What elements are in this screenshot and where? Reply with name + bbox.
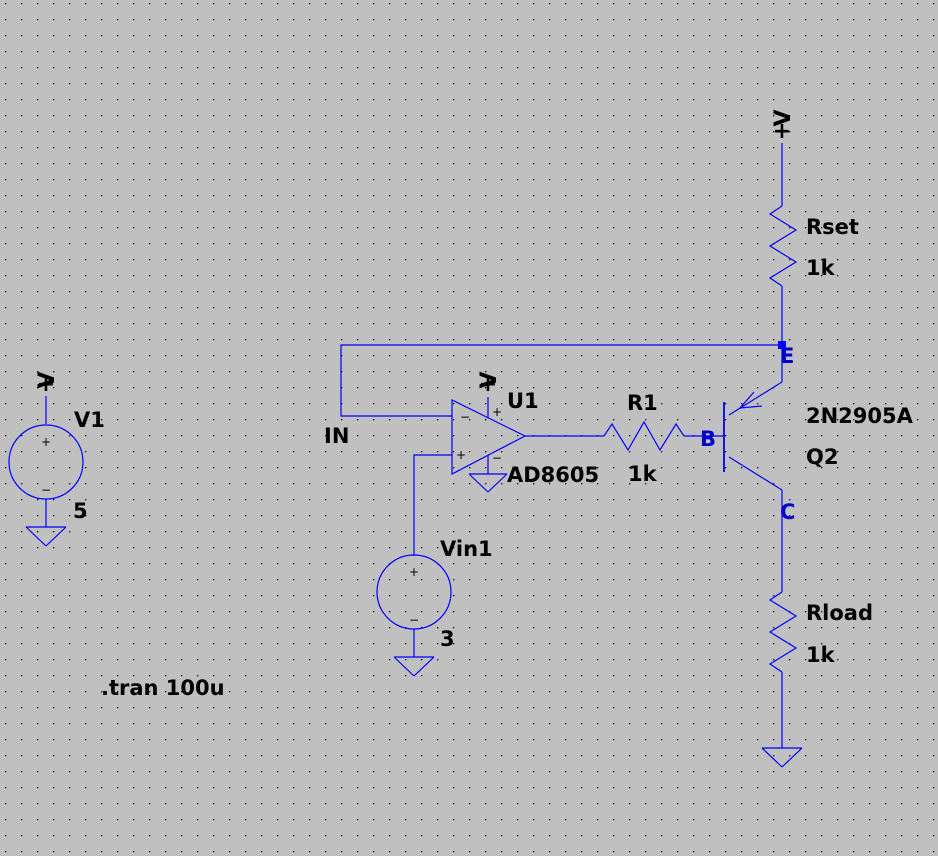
- spice-directive[interactable]: .tran 100u: [101, 676, 225, 700]
- rset-power-label-plus: +: [773, 119, 791, 144]
- v1-value: 5: [73, 499, 88, 523]
- q2-collector-leg: [728, 456, 783, 491]
- u1-model: AD8605: [507, 463, 599, 487]
- v1-power-flag: V +: [35, 371, 60, 397]
- v1-plus-sign: +: [41, 435, 51, 449]
- ground-icon: [25, 526, 67, 547]
- rload-zigzag[interactable]: [768, 591, 798, 673]
- rset-zigzag[interactable]: [768, 205, 798, 287]
- u1-opamp[interactable]: − + + − V + U1 AD8605: [451, 371, 599, 493]
- junction-dot: [778, 341, 786, 349]
- rload-name: Rload: [806, 601, 873, 625]
- q2-model: 2N2905A: [806, 404, 914, 428]
- rset-value: 1k: [806, 256, 836, 280]
- opamp-power-label-plus: +: [479, 372, 497, 397]
- vin1-minus-sign: −: [409, 613, 419, 627]
- opamp-inverting-sign: −: [460, 410, 470, 424]
- net-label-in: IN: [324, 424, 349, 448]
- q2-name: Q2: [806, 445, 838, 469]
- vin1-source[interactable]: + − Vin1 3: [376, 454, 493, 677]
- pin-label-emitter: E: [780, 344, 794, 368]
- ground-icon: [761, 747, 803, 768]
- v1-name: V1: [74, 408, 105, 432]
- power-label-v: V: [35, 371, 60, 388]
- feedback-wire[interactable]: [340, 344, 782, 417]
- rload-value: 1k: [806, 643, 836, 667]
- ground-icon: [393, 656, 435, 677]
- opamp-power-flag: V +: [477, 371, 502, 397]
- v1-minus-sign: −: [41, 483, 51, 497]
- opamp-supply-plus-sign: +: [492, 405, 502, 419]
- vin1-name: Vin1: [440, 537, 493, 561]
- rload-resistor[interactable]: Rload 1k: [761, 490, 873, 768]
- rset-name: Rset: [806, 215, 859, 239]
- rset-power-label-v: V: [771, 109, 796, 126]
- q2-transistor[interactable]: E B C 2N2905A Q2: [700, 344, 914, 524]
- opamp-supply-minus-sign: −: [492, 451, 502, 465]
- pin-label-collector: C: [780, 500, 795, 524]
- pin-label-base: B: [700, 427, 716, 451]
- v1-source[interactable]: V + + − V1 5: [8, 371, 105, 547]
- opamp-power-label-v: V: [477, 371, 502, 388]
- q2-emitter-arrow: [738, 391, 763, 409]
- opamp-noninverting-sign: +: [456, 448, 466, 462]
- vin1-plus-sign: +: [409, 565, 419, 579]
- r1-name: R1: [627, 391, 658, 415]
- ground-icon: [468, 473, 508, 493]
- power-label-plus: +: [37, 372, 55, 397]
- u1-name: U1: [507, 389, 539, 413]
- r1-value: 1k: [628, 462, 658, 486]
- q2-emitter-leg: [728, 381, 783, 416]
- rset-power-flag: V +: [771, 109, 796, 144]
- r1-resistor[interactable]: R1 1k: [525, 391, 724, 486]
- r1-zigzag[interactable]: [603, 420, 685, 452]
- rset-resistor[interactable]: V + Rset 1k: [768, 109, 859, 349]
- vin1-value: 3: [440, 627, 455, 651]
